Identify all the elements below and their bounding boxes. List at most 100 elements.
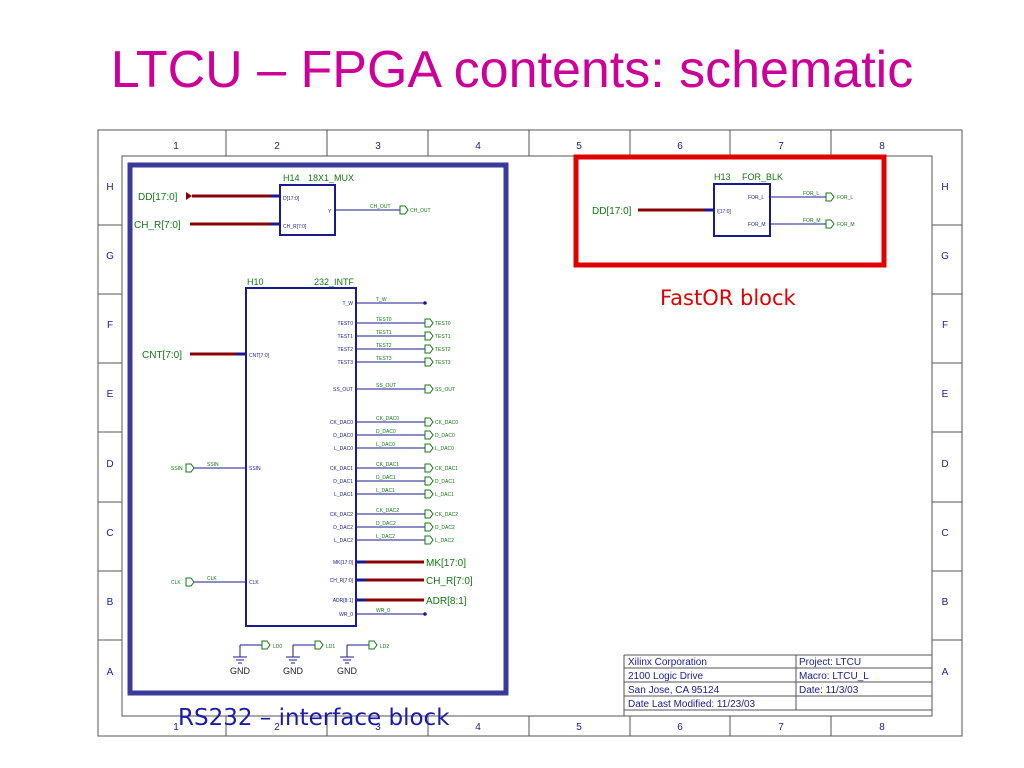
row-label-right: D xyxy=(941,459,948,470)
col-label-bottom: 2 xyxy=(274,722,280,733)
row-label-right: G xyxy=(941,251,949,262)
for-pin-in: I[17:0] xyxy=(717,209,732,215)
output-port-label: D_DAC1 xyxy=(435,479,455,485)
net-label: WR_0 xyxy=(376,608,390,614)
col-label-top: 6 xyxy=(677,141,683,152)
net-label: D_DAC0 xyxy=(376,429,396,435)
mux-out-net: CH_OUT xyxy=(370,204,391,210)
mux-symbol: H14 18X1_MUX DD[17:0] CH_R[7:0] D[17:0] … xyxy=(134,173,431,236)
intf-body xyxy=(245,287,357,627)
ssin-net-label: SSIN xyxy=(207,462,219,468)
intf-pin-label: D_DAC2 xyxy=(333,525,353,531)
intf-pin-label: CK_DAC2 xyxy=(330,512,353,518)
rs232-caption: RS232 – interface block xyxy=(178,705,450,731)
net-label: TEST1 xyxy=(376,330,392,336)
for-pin-m: FOR_M xyxy=(748,222,766,228)
output-port-marker xyxy=(424,318,434,328)
col-label-bottom: 7 xyxy=(778,722,784,733)
intf-pin-label: SS_OUT xyxy=(333,387,353,393)
bus-output-label: MK[17:0] xyxy=(426,558,466,569)
net-label: CK_DAC2 xyxy=(376,508,399,514)
intf-pin-label: CH_R[7:0] xyxy=(330,578,354,584)
intf-ref: H10 xyxy=(247,277,264,287)
col-label-top: 2 xyxy=(274,141,280,152)
gnd-label: GND xyxy=(283,666,304,676)
col-label-top: 3 xyxy=(375,141,381,152)
col-label-bottom: 3 xyxy=(375,722,381,733)
col-label-top: 4 xyxy=(475,141,481,152)
sheet-outer-border xyxy=(97,129,963,737)
intf-pin-label: L_DAC0 xyxy=(334,446,353,452)
output-port-marker xyxy=(424,509,434,519)
col-label-bottom: 5 xyxy=(576,722,582,733)
net-label: TEST3 xyxy=(376,356,392,362)
row-label-right: A xyxy=(942,667,949,678)
bus-output-label: ADR[8:1] xyxy=(426,596,467,607)
output-port-label: CK_DAC2 xyxy=(435,512,458,518)
for-l-port-label: FOR_L xyxy=(837,195,853,201)
output-port-label: L_DAC1 xyxy=(435,492,454,498)
intf-pin-label: TEST2 xyxy=(337,347,353,353)
led-port-marker xyxy=(314,640,324,650)
mux-ref: H14 xyxy=(283,173,300,183)
output-port-label: TEST0 xyxy=(435,321,451,327)
for-blk-symbol: H13 FOR_BLK DD[17:0] I[17:0] FOR_L FOR_M… xyxy=(592,172,855,237)
slide-title: LTCU – FPGA contents: schematic xyxy=(110,41,914,99)
tb-date: Date: 11/3/03 xyxy=(799,685,859,696)
row-label-left: G xyxy=(106,251,114,262)
intf-pin-label: L_DAC2 xyxy=(334,538,353,544)
for-l-net: FOR_L xyxy=(803,191,819,197)
row-label-left: E xyxy=(107,389,114,400)
intf-pin-label: D_DAC0 xyxy=(333,433,353,439)
intf-pin-label: TEST1 xyxy=(337,334,353,340)
output-port-marker xyxy=(424,331,434,341)
output-port-marker xyxy=(424,476,434,486)
output-port-marker xyxy=(424,417,434,427)
mux-name: 18X1_MUX xyxy=(308,173,354,183)
row-label-right: E xyxy=(942,389,949,400)
led-label: LD0 xyxy=(273,644,282,650)
intf-pin-label: MK[17:0] xyxy=(333,560,354,566)
gnd-label: GND xyxy=(337,666,358,676)
ssin-pin: SSIN xyxy=(249,466,261,472)
col-label-top: 7 xyxy=(778,141,784,152)
for-m-port-label: FOR_M xyxy=(837,222,855,228)
intf-output-pins: T_WT_WTEST0TEST0TEST0TEST1TEST1TEST1TEST… xyxy=(330,297,473,618)
output-port-marker xyxy=(424,535,434,545)
net-label: SS_OUT xyxy=(376,383,396,389)
row-label-left: B xyxy=(107,597,114,608)
row-label-left: D xyxy=(106,459,113,470)
net-label: TEST0 xyxy=(376,317,392,323)
intf-pin-label: TEST0 xyxy=(337,321,353,327)
dd-input-marker xyxy=(186,192,192,200)
intf-pin-label: TEST3 xyxy=(337,360,353,366)
intf-pin-label: L_DAC1 xyxy=(334,492,353,498)
cnt-label: CNT[7:0] xyxy=(142,350,182,361)
output-port-label: CK_DAC0 xyxy=(435,420,458,426)
tb-company: Xilinx Corporation xyxy=(628,657,707,668)
output-port-label: TEST3 xyxy=(435,360,451,366)
output-port-label: TEST2 xyxy=(435,347,451,353)
net-label: D_DAC1 xyxy=(376,475,396,481)
for-m-port xyxy=(825,219,835,229)
output-port-label: TEST1 xyxy=(435,334,451,340)
col-label-top: 5 xyxy=(576,141,582,152)
net-label: D_DAC2 xyxy=(376,521,396,527)
for-blk-body xyxy=(713,183,771,237)
mux-out-port-label: CH_OUT xyxy=(410,208,431,214)
output-port-label: D_DAC2 xyxy=(435,525,455,531)
fastor-caption: FastOR block xyxy=(660,286,796,310)
intf-pin-label: D_DAC1 xyxy=(333,479,353,485)
net-label: CK_DAC1 xyxy=(376,462,399,468)
output-port-marker xyxy=(424,489,434,499)
output-port-marker xyxy=(424,430,434,440)
fastor-block-frame xyxy=(573,154,887,268)
col-label-bottom: 1 xyxy=(173,722,179,733)
led-label: LD2 xyxy=(380,644,389,650)
mux-out-port xyxy=(399,205,409,215)
for-m-net: FOR_M xyxy=(803,218,821,224)
output-port-marker xyxy=(424,463,434,473)
mux-chr-label: CH_R[7:0] xyxy=(134,220,181,231)
